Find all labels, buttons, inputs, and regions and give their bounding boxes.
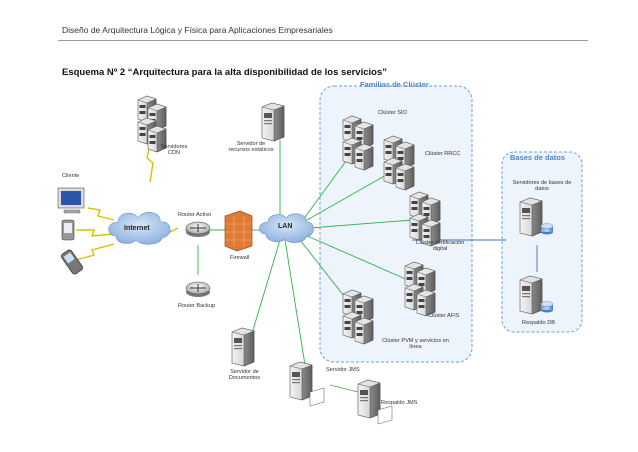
- pda-icon: [61, 219, 75, 241]
- cluster-sio-icon: [342, 115, 374, 171]
- diagram-title: Esquema Nº 2 “Arquitectura para la alta …: [62, 67, 387, 78]
- cluster-sio-label: Clúster SIO: [378, 110, 407, 116]
- cluster-pvm-label: Clúster PVM y servicios en línea: [382, 338, 449, 351]
- document-server-icon: [231, 327, 255, 367]
- db-backup-icon: [519, 275, 554, 315]
- jms-server-label: Servidor JMS: [326, 367, 360, 373]
- lan-cloud-icon: [259, 213, 314, 243]
- client-label: Cliente: [62, 173, 80, 179]
- static-server-icon: [261, 102, 285, 142]
- backup-router-icon: [185, 281, 211, 297]
- document-server-label: Servidor de Documentos: [228, 369, 261, 382]
- cluster-cert-icon: [409, 191, 441, 247]
- backup-router-label: Router Backup: [178, 303, 216, 309]
- active-router-icon: [185, 221, 211, 237]
- internet-cloud-icon: [108, 211, 171, 245]
- cluster-pvm-icon: [342, 289, 374, 345]
- header-rule: [58, 40, 588, 41]
- cluster-afis-icon: [404, 261, 436, 317]
- cluster-panel-title: Familias de Clúster: [360, 80, 429, 89]
- cluster-cert-label: Clúster certificación digital: [415, 240, 465, 253]
- cluster-rrcc-icon: [383, 135, 415, 191]
- cluster-afis-label: Clúster AFIS: [428, 313, 460, 319]
- internet-label: Internet: [124, 225, 150, 232]
- database-panel-title: Bases de datos: [510, 153, 566, 162]
- cluster-rrcc-label: Clúster RRCC: [425, 151, 461, 157]
- db-servers-label: Servidores de bases de datos: [512, 180, 572, 193]
- mobile-phone-icon: [61, 249, 83, 275]
- firewall-icon: [224, 210, 253, 252]
- db-server-icon: [519, 197, 554, 237]
- cdn-servers-label: Servidores CDN: [160, 144, 188, 157]
- document-header: Diseño de Arquitectura Lógica y Física p…: [62, 25, 333, 35]
- lan-label: LAN: [278, 223, 293, 230]
- firewall-label: Firewall: [230, 255, 250, 261]
- jms-backup-label: Respaldo JMS: [381, 400, 418, 406]
- desktop-icon: [57, 187, 85, 214]
- db-backup-label: Respaldo DB: [522, 320, 555, 326]
- static-server-label: Servidor de recursos estáticos: [228, 141, 274, 154]
- active-router-label: Router Activo: [178, 212, 212, 218]
- network-links: [185, 134, 413, 393]
- jms-backup-icon: [357, 379, 393, 425]
- jms-server-icon: [289, 361, 325, 407]
